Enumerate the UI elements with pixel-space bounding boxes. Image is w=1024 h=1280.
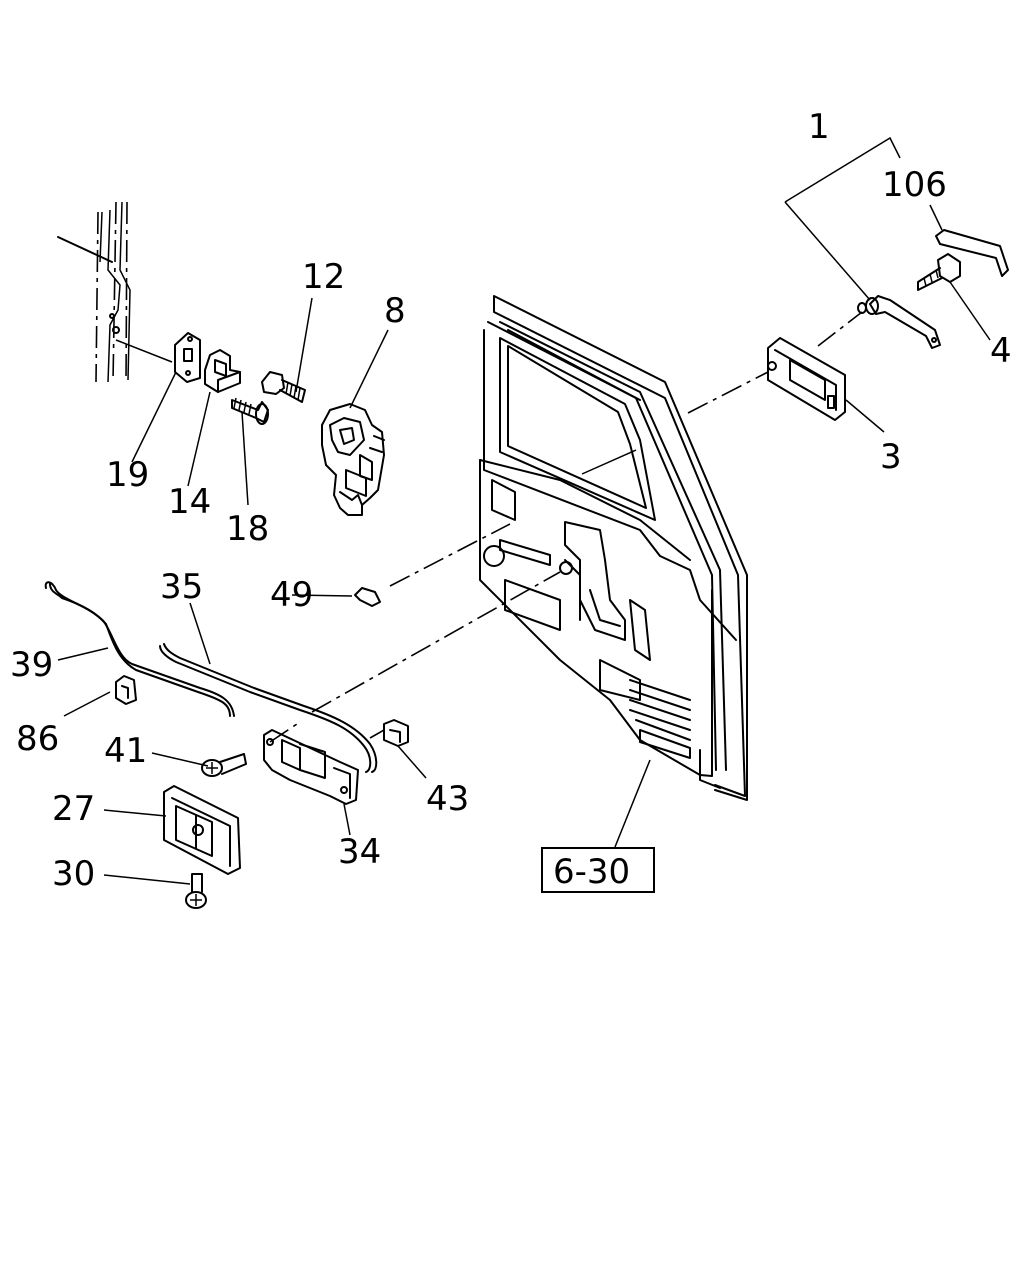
callout-19: 19 [106, 455, 149, 495]
callout-86: 86 [16, 719, 59, 759]
part-41-screw [201, 753, 247, 777]
callout-12: 12 [302, 257, 345, 297]
reference-box-6-30[interactable]: 6-30 [541, 847, 655, 893]
part-49-clip [354, 587, 381, 607]
part-18-screw [231, 397, 269, 425]
callout-27: 27 [52, 789, 95, 829]
callout-4: 4 [990, 331, 1012, 371]
part-19-striker-plate [174, 332, 201, 383]
callout-106: 106 [882, 165, 947, 205]
callout-labels: 1 106 4 3 12 8 19 14 18 35 49 39 86 41 4… [10, 107, 1012, 894]
callout-41: 41 [104, 731, 147, 771]
part-86-grommet [115, 675, 137, 705]
callout-14: 14 [168, 482, 211, 522]
part-8-door-latch [321, 403, 385, 516]
callout-43: 43 [426, 779, 469, 819]
part-43-clip [383, 719, 409, 747]
door-panel [479, 295, 748, 801]
callout-39: 39 [10, 645, 53, 685]
callout-34: 34 [338, 832, 381, 872]
part-35-rod [159, 643, 378, 773]
leader-lines [57, 136, 991, 885]
callout-8: 8 [384, 291, 406, 331]
callout-49: 49 [270, 575, 313, 615]
callout-35: 35 [160, 567, 203, 607]
part-34-remote-control [263, 729, 359, 805]
part-1-hinge-arm [857, 295, 941, 349]
callout-1: 1 [808, 107, 830, 147]
door-pillar [57, 201, 131, 383]
part-30-screw [185, 873, 207, 909]
callout-30: 30 [52, 854, 95, 894]
part-27-inside-handle-bezel [163, 785, 241, 875]
part-39-rod [44, 581, 235, 717]
part-14-striker [204, 349, 241, 393]
part-106-hinge-arm [935, 229, 1009, 277]
part-3-outer-handle [767, 337, 846, 421]
part-4-bolt [917, 253, 961, 291]
callout-18: 18 [226, 509, 269, 549]
callout-3: 3 [880, 437, 902, 477]
reference-box-label: 6-30 [553, 852, 630, 892]
part-12-bolt [261, 371, 306, 403]
